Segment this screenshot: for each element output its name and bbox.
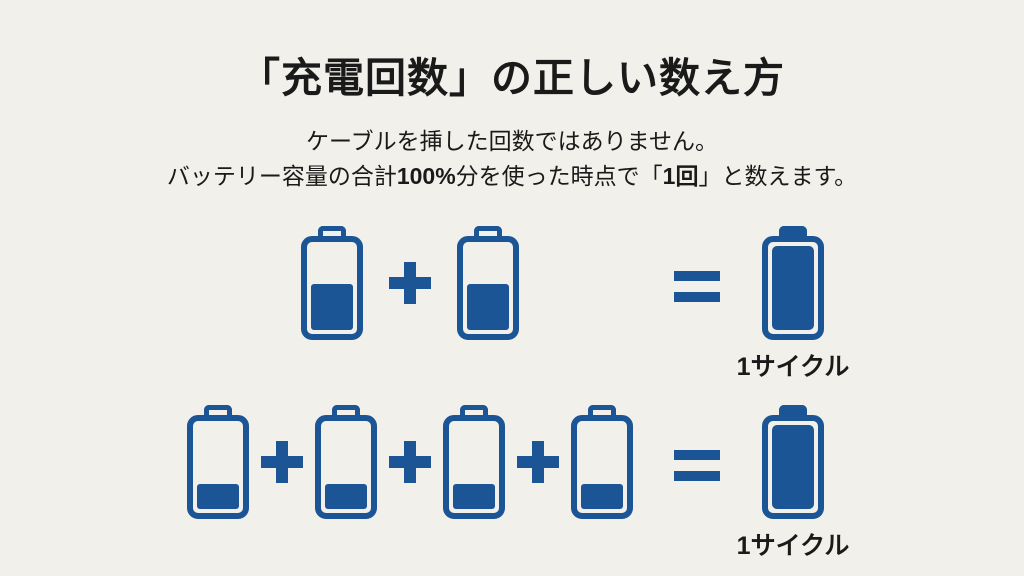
battery-cap [204,405,232,421]
battery-icon [762,405,824,519]
plus-icon [389,262,431,304]
battery-body [762,236,824,340]
equals-icon [674,450,720,481]
operands-zone [0,405,820,519]
plus-bar-vertical [404,441,416,483]
page-title: 「充電回数」の正しい数え方 [239,55,785,101]
battery-body [571,415,633,519]
equals-bar [674,292,720,302]
battery-body [457,236,519,340]
result-column: 1サイクル [732,405,854,562]
battery-fill-level [581,484,623,509]
subtitle-text: 分を使った時点で「 [455,163,663,189]
battery-body [315,415,377,519]
subtitle-text: バッテリー容量の合計 [166,163,397,189]
battery-icon [187,405,249,519]
subtitle-line1: ケーブルを挿した回数ではありません。 [306,128,718,154]
subtitle-bold-text: 1回 [662,163,699,189]
plus-bar-vertical [404,262,416,304]
battery-icon [571,405,633,519]
plus-icon [517,441,559,483]
battery-icon [457,226,519,340]
battery-body [762,415,824,519]
plus-bar-vertical [276,441,288,483]
battery-fill-level [453,484,495,509]
battery-icon [443,405,505,519]
equals-icon [674,271,720,302]
plus-icon [389,441,431,483]
battery-icon [301,226,363,340]
battery-fill-level [772,425,814,509]
battery-cap [332,405,360,421]
battery-body [187,415,249,519]
equation-row: 1サイクル [0,226,1024,396]
battery-cap [318,226,346,242]
equation-row: 1サイクル [0,405,1024,575]
battery-fill-level [197,484,239,509]
result-column: 1サイクル [732,226,854,383]
battery-cap [474,226,502,242]
plus-bar-vertical [532,441,544,483]
equals-bar [674,271,720,281]
battery-body [301,236,363,340]
subtitle-line2: バッテリー容量の合計100%分を使った時点で「1回」と数えます。 [0,157,1024,191]
battery-icon [315,405,377,519]
subtitle-bold-text: 100% [396,163,456,189]
cycle-label: 1サイクル [736,532,850,560]
battery-fill-level [325,484,367,509]
battery-cap [588,405,616,421]
plus-icon [261,441,303,483]
equals-bar [674,450,720,460]
operands-zone [0,226,820,340]
battery-icon [762,226,824,340]
subtitle-text: 」と数えます。 [698,163,858,189]
battery-body [443,415,505,519]
battery-fill-level [467,284,509,330]
equals-bar [674,471,720,481]
cycle-label: 1サイクル [736,353,850,381]
battery-fill-level [311,284,353,330]
battery-fill-level [772,246,814,330]
battery-cap [460,405,488,421]
